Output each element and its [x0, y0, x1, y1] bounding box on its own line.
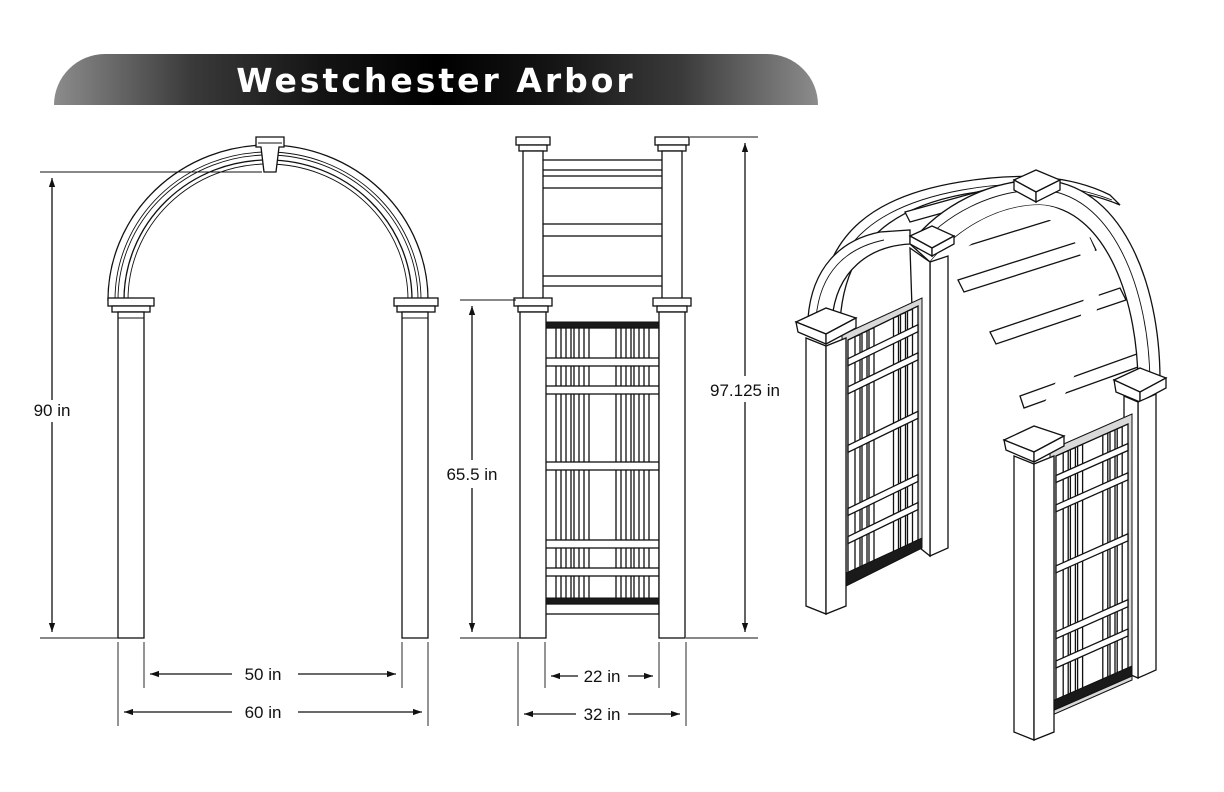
- lattice-slat: [1055, 532, 1129, 574]
- front-right-post: [393, 297, 439, 639]
- lattice-slat: [1055, 598, 1129, 640]
- dim-front-outer-width: 60 in: [117, 642, 429, 726]
- front-height-label: 90 in: [34, 401, 71, 420]
- lattice-slat: [847, 323, 919, 367]
- lattice-slat: [847, 410, 919, 454]
- iso-left-arch: [807, 229, 911, 321]
- iso-cap-back-top: [1012, 169, 1062, 204]
- front-view: 90 in 50 in 60 in: [34, 136, 439, 726]
- page-title: Westchester Arbor: [236, 61, 636, 100]
- title-banner: Westchester Arbor: [54, 54, 818, 105]
- front-outer-width-label: 60 in: [245, 703, 282, 722]
- iso-cap-left-top: [908, 225, 956, 258]
- side-inner-width-label: 22 in: [584, 667, 621, 686]
- iso-front-right-post: [1002, 425, 1066, 741]
- front-left-post: [107, 297, 155, 639]
- front-arch: [107, 136, 429, 301]
- lattice-slat: [1055, 442, 1129, 484]
- side-outer-width-label: 32 in: [584, 705, 621, 724]
- dim-side-outer-width: 32 in: [517, 642, 687, 726]
- dim-front-height: 90 in: [34, 171, 262, 639]
- side-panel-height-label: 65.5 in: [446, 465, 497, 484]
- lattice-slat: [847, 501, 919, 545]
- front-inner-width-label: 50 in: [245, 665, 282, 684]
- iso-left-lattice: [841, 297, 923, 589]
- lattice-slat: [847, 351, 919, 395]
- dim-side-panel-height: 65.5 in: [446, 299, 520, 639]
- side-view: 65.5 in 97.125 in 22 in 32 in: [446, 136, 780, 726]
- iso-right-lattice: [1049, 413, 1133, 717]
- side-lattice-panel: [544, 321, 660, 615]
- lattice-slat: [1055, 627, 1129, 669]
- iso-front-left-post: [794, 307, 858, 615]
- lattice-slat: [1055, 471, 1129, 513]
- dim-side-inner-width: 22 in: [544, 642, 660, 688]
- side-total-height-label: 97.125 in: [710, 381, 780, 400]
- lattice-slat: [847, 473, 919, 517]
- dim-side-total-height: 97.125 in: [686, 136, 780, 639]
- keystone: [255, 136, 285, 173]
- side-right-post: [652, 136, 692, 639]
- side-rafters: [540, 159, 664, 287]
- side-left-post: [513, 136, 553, 639]
- dim-front-inner-width: 50 in: [143, 642, 403, 688]
- isometric-view: [794, 169, 1168, 741]
